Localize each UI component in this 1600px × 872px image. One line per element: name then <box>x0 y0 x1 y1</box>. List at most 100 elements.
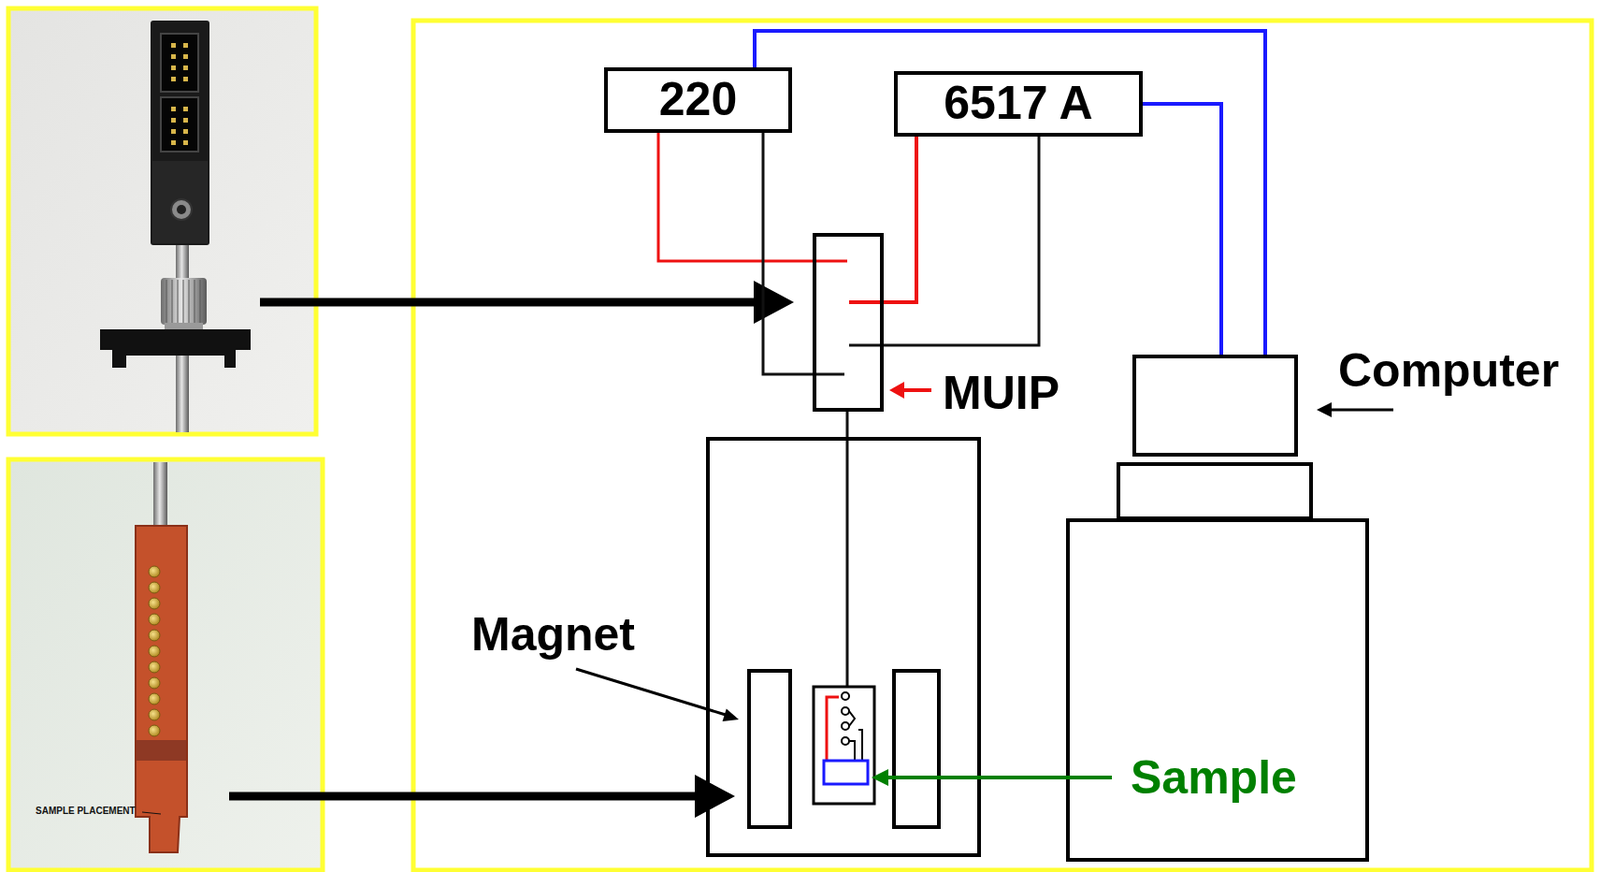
pin-window <box>160 33 199 92</box>
arrow-head <box>889 381 905 399</box>
wire-connector <box>883 136 917 303</box>
computer-stand <box>1118 463 1312 519</box>
connector-pins <box>171 43 188 145</box>
arrow-head <box>722 708 739 721</box>
screw <box>148 692 160 705</box>
magnet-pole <box>749 670 791 827</box>
pin <box>171 129 176 134</box>
tape-band <box>136 739 187 761</box>
leader-arrow <box>884 775 1112 779</box>
probe-rod <box>153 461 168 530</box>
screw <box>148 724 160 736</box>
node-label: Computer <box>1338 344 1559 399</box>
pin <box>183 129 188 134</box>
contact <box>841 736 850 745</box>
screw <box>148 645 160 657</box>
wire-connector <box>754 30 1266 355</box>
contact-wire <box>849 710 855 726</box>
contact <box>841 706 850 715</box>
sample-piece <box>823 760 868 784</box>
wire-stub <box>812 373 845 376</box>
photo-frame <box>8 459 323 870</box>
node-label: MUIP <box>942 366 1060 421</box>
pointer-arrow <box>229 792 697 801</box>
connector-block <box>150 20 210 246</box>
computer-monitor: Computer <box>1132 354 1298 457</box>
wire-connector <box>1142 103 1222 355</box>
node-label: 220 <box>659 72 737 128</box>
leader-line <box>142 811 161 814</box>
mount-bracket <box>100 329 251 368</box>
screw <box>148 661 160 673</box>
screw <box>148 565 160 577</box>
pin <box>183 76 188 82</box>
magnet-housing <box>707 438 980 855</box>
connector-base <box>152 160 208 244</box>
pin <box>183 140 188 145</box>
arrow-head <box>753 280 794 324</box>
part-label: Magnet <box>471 607 635 663</box>
pin <box>183 117 188 123</box>
pin-window <box>160 97 199 152</box>
pin <box>183 54 188 59</box>
instrument-box: 6517 A <box>893 71 1143 137</box>
pin <box>171 140 176 145</box>
knurl-line <box>166 279 168 323</box>
wire-connector <box>763 132 813 375</box>
knurl-line <box>177 279 179 323</box>
pin <box>183 43 188 48</box>
arrow-head <box>1316 402 1332 418</box>
pin <box>183 106 188 112</box>
knurl-line <box>188 279 190 323</box>
wire-stub <box>812 259 848 263</box>
node-label: 6517 A <box>943 76 1093 131</box>
pin <box>171 117 176 123</box>
wire-connector <box>658 132 813 262</box>
sample-strip <box>135 525 188 852</box>
knurl-line <box>183 279 185 323</box>
probe-cable <box>846 411 850 687</box>
arrow-head <box>871 768 889 786</box>
wire-stub <box>849 344 884 347</box>
screw <box>148 581 160 593</box>
screw <box>148 613 160 625</box>
photo-label: SAMPLE PLACEMENT <box>35 805 136 817</box>
photo-frame <box>8 8 317 434</box>
computer-case <box>1067 519 1368 860</box>
contact-wire <box>849 740 855 761</box>
screw <box>148 708 160 721</box>
leader-arrow <box>1327 408 1394 412</box>
leader-arrow <box>576 668 726 715</box>
holder-wire <box>826 696 839 761</box>
screw <box>148 597 160 609</box>
knurl-lines <box>166 279 201 323</box>
contact <box>841 691 850 700</box>
contact <box>841 721 850 730</box>
knurl-line <box>172 279 173 323</box>
contact-wire <box>858 729 863 761</box>
pin <box>171 43 176 48</box>
knurl-line <box>200 279 202 323</box>
pointer-arrow <box>259 298 756 307</box>
panel-frame <box>413 20 1592 870</box>
sample-holder <box>813 686 875 804</box>
knurled-nut <box>160 277 207 325</box>
wire-connector <box>883 136 1039 346</box>
pin <box>171 65 176 71</box>
pin <box>183 65 188 71</box>
instrument-box: 220 <box>604 67 793 133</box>
pin <box>171 54 176 59</box>
screw <box>148 677 160 689</box>
wire-stub <box>849 300 884 304</box>
pin <box>171 76 176 82</box>
magnet-pole <box>893 670 939 827</box>
screw-hole <box>171 199 192 220</box>
holder-contacts <box>841 691 863 761</box>
contact-screws <box>148 565 160 736</box>
knurl-line <box>194 279 196 323</box>
screw <box>148 629 160 641</box>
leader-arrow <box>900 388 932 392</box>
pin <box>171 106 176 112</box>
